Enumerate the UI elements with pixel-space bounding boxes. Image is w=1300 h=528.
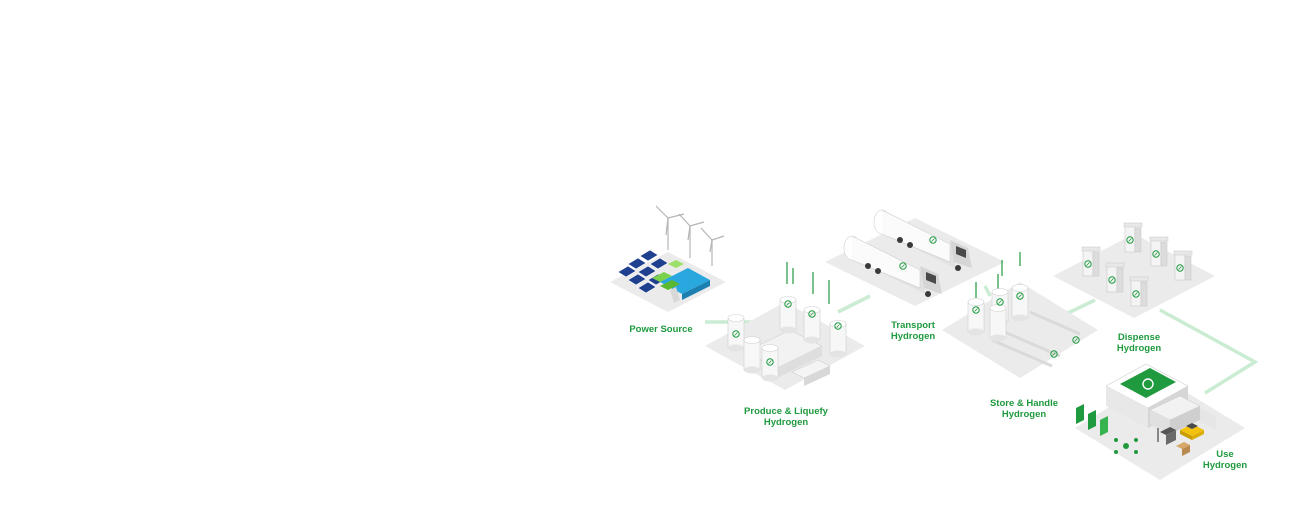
wind-turbine-icon	[655, 205, 725, 266]
dispense-label: Dispense Hydrogen	[1099, 332, 1179, 354]
delivery-truck	[1149, 395, 1216, 434]
water-reservoir-icon	[652, 260, 710, 303]
forklift-icon	[1157, 427, 1176, 445]
store-handle-group	[967, 252, 1081, 368]
transport-label-line1: Transport	[891, 320, 935, 331]
pipe-rack	[991, 310, 1081, 368]
power-source-label-line1: Power Source	[629, 324, 693, 335]
tanker-truck-icon	[843, 235, 942, 297]
dispense-label-line2: Hydrogen	[1116, 343, 1162, 354]
tanker-truck-icon	[873, 209, 972, 271]
power-source-group	[617, 205, 725, 303]
hydrogen-charging-stations	[1076, 404, 1108, 436]
use-label-line1: Use	[1216, 449, 1234, 460]
taxi-icon	[1180, 423, 1204, 440]
use-hydrogen-group	[1076, 363, 1216, 456]
produce-liquefy-label: Produce & Liquefy Hydrogen	[716, 406, 856, 428]
transport-label: Transport Hydrogen	[873, 320, 953, 342]
dispense-label-line1: Dispense	[1117, 332, 1161, 343]
use-label: Use Hydrogen	[1195, 449, 1255, 471]
platform-transport	[825, 218, 1005, 306]
produce-liquefy-label-line1: Produce & Liquefy	[744, 406, 828, 417]
store-handle-label: Store & Handle Hydrogen	[974, 398, 1074, 420]
solar-panel-icon	[617, 249, 669, 294]
store-handle-label-line2: Hydrogen	[1001, 409, 1047, 420]
produce-liquefy-label-line2: Hydrogen	[763, 417, 809, 428]
store-handle-label-line1: Store & Handle	[989, 398, 1059, 409]
produce-liquefy-group	[727, 262, 847, 386]
transport-label-line2: Hydrogen	[890, 331, 936, 342]
warehouse-building	[1105, 363, 1189, 428]
power-source-label: Power Source	[611, 324, 711, 335]
drone-icon	[1114, 438, 1138, 454]
pallets	[1176, 442, 1190, 456]
use-label-line2: Hydrogen	[1202, 460, 1248, 471]
transport-group	[843, 209, 972, 297]
